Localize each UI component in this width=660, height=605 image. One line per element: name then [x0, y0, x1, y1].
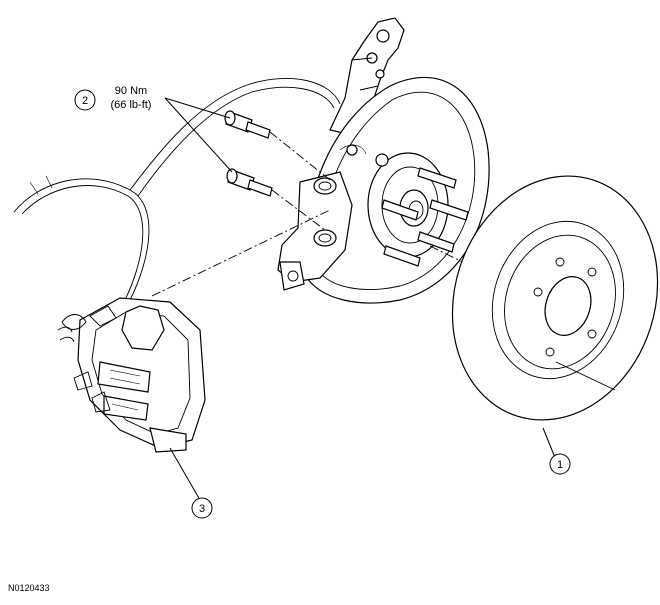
- torque-spec-imperial: (66 lb-ft): [111, 99, 152, 111]
- callout-1: 1: [549, 453, 571, 475]
- wheel-hub: [367, 152, 449, 258]
- callout-1-circle: [549, 453, 571, 475]
- caliper-bolt-upper: [224, 110, 271, 139]
- callout-2-circle: [74, 89, 96, 111]
- callout-3: 3: [191, 497, 213, 519]
- knuckle-caliper-mount: [277, 171, 353, 291]
- brake-hose: [13, 78, 341, 303]
- brake-rotor: [451, 175, 659, 421]
- caliper-bolt-lower: [226, 168, 273, 197]
- callout-1-number: 1: [557, 459, 563, 471]
- figure-reference-code: N0120433: [8, 583, 50, 593]
- callout-3-number: 3: [199, 503, 205, 515]
- wheel-studs: [381, 167, 469, 267]
- callout-2-number: 2: [82, 95, 88, 107]
- brake-caliper: [57, 297, 206, 453]
- knuckle-upper-bracket: [329, 17, 405, 137]
- callout-2: 2 90 Nm (66 lb-ft): [74, 85, 152, 111]
- leader-lines: [164, 97, 557, 501]
- torque-spec-metric: 90 Nm: [115, 85, 147, 97]
- callout-3-circle: [191, 497, 213, 519]
